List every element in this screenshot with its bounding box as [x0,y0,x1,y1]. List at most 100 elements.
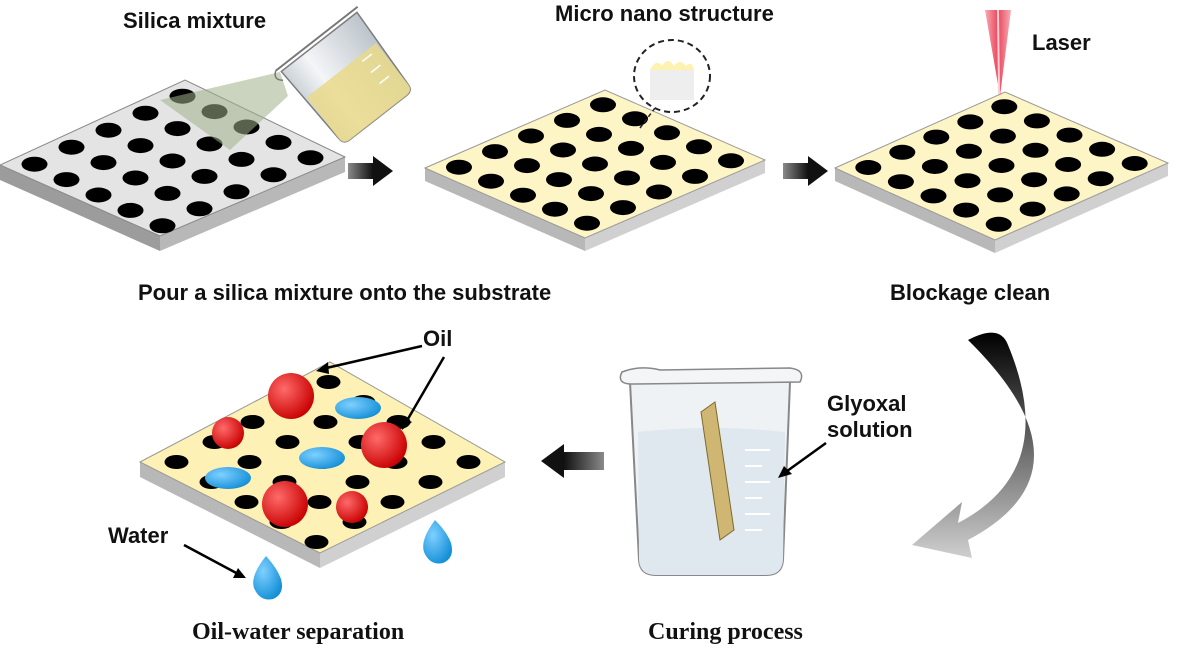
hole [1021,172,1048,188]
label-laser: Laser [1032,30,1091,55]
hole [1019,201,1046,217]
hole [1022,142,1049,158]
label-micro-nano-structure: Micro nano structure [555,1,774,26]
hole [58,139,85,155]
laser-beam-icon [985,9,1011,96]
hole [985,216,1012,232]
hole [718,153,744,169]
hole [316,375,341,389]
hole [889,144,916,160]
hole [554,112,580,128]
hole [456,455,481,469]
process-arrow-right-2 [783,156,828,186]
hole [921,159,948,174]
hole [164,121,191,137]
hole [988,158,1015,173]
substrate-strip [700,401,735,541]
substrate-plate-coated [423,89,767,251]
curved-arrow-icon [912,332,1034,558]
magnifier-bubble-icon [633,39,711,129]
hole [478,173,504,189]
hole [510,187,536,203]
label-pour-step: Pour a silica mixture onto the substrate [138,280,551,305]
water-pointer [183,543,246,578]
hole [149,218,176,234]
hole [989,128,1016,144]
hole [265,134,292,150]
hole [159,153,186,169]
hole [582,156,608,172]
hole [446,159,472,175]
hole [987,187,1014,203]
label-silica-mixture: Silica mixture [123,8,266,33]
hole [1121,156,1148,171]
hole [957,114,984,130]
hole [955,143,982,159]
hole [622,111,648,127]
hole [686,139,712,155]
water-drops-on-plate [205,397,381,489]
hole [345,475,370,489]
oil-pointers [316,344,446,430]
hole [1056,127,1083,143]
hole [954,173,981,189]
hole [260,167,287,183]
label-oil-water-separation: Oil-water separation [192,619,404,645]
hole [164,455,189,469]
hole [240,415,265,429]
hole [132,105,159,121]
hole [90,155,117,171]
oil-drops [212,373,407,527]
hole [646,184,672,200]
process-arrow-right-1 [348,156,393,186]
hole [855,160,882,175]
label-glyoxal-line2: solution [827,417,913,442]
hole [421,435,446,449]
hole [920,188,947,204]
hole [313,415,338,429]
hole [380,495,405,509]
hole [154,185,181,201]
hole [1023,113,1050,129]
plate-coated-holes [446,97,744,231]
hole [482,144,508,160]
hole [610,200,636,216]
hole [228,151,255,167]
hole [923,129,950,145]
hole [307,495,332,509]
hole [654,125,680,141]
label-oil: Oil [423,326,452,351]
hole [887,174,914,190]
hole [21,156,48,172]
hole [1089,141,1116,157]
label-glyoxal-line1: Glyoxal [827,391,906,416]
hole [618,140,644,156]
hole [586,126,612,142]
hole [518,128,544,144]
hole [191,168,218,184]
droplet-icon [253,520,452,600]
hole [275,435,300,449]
label-water: Water [108,523,169,548]
hole [297,150,324,166]
hole [614,170,640,186]
hole [1087,171,1114,187]
hole [304,535,329,549]
hole [117,202,144,218]
hole [196,136,223,152]
hole [514,158,540,174]
hole [95,122,122,138]
hole [578,186,604,202]
hole [53,172,80,188]
process-arrow-left [541,444,604,478]
hole [122,170,149,186]
hole [186,201,213,217]
hole [418,475,443,489]
hole [223,184,250,200]
label-curing-process: Curing process [648,619,803,645]
hole [953,202,980,218]
hole [237,455,262,469]
beaker-icon [274,5,411,143]
hole [550,142,576,158]
